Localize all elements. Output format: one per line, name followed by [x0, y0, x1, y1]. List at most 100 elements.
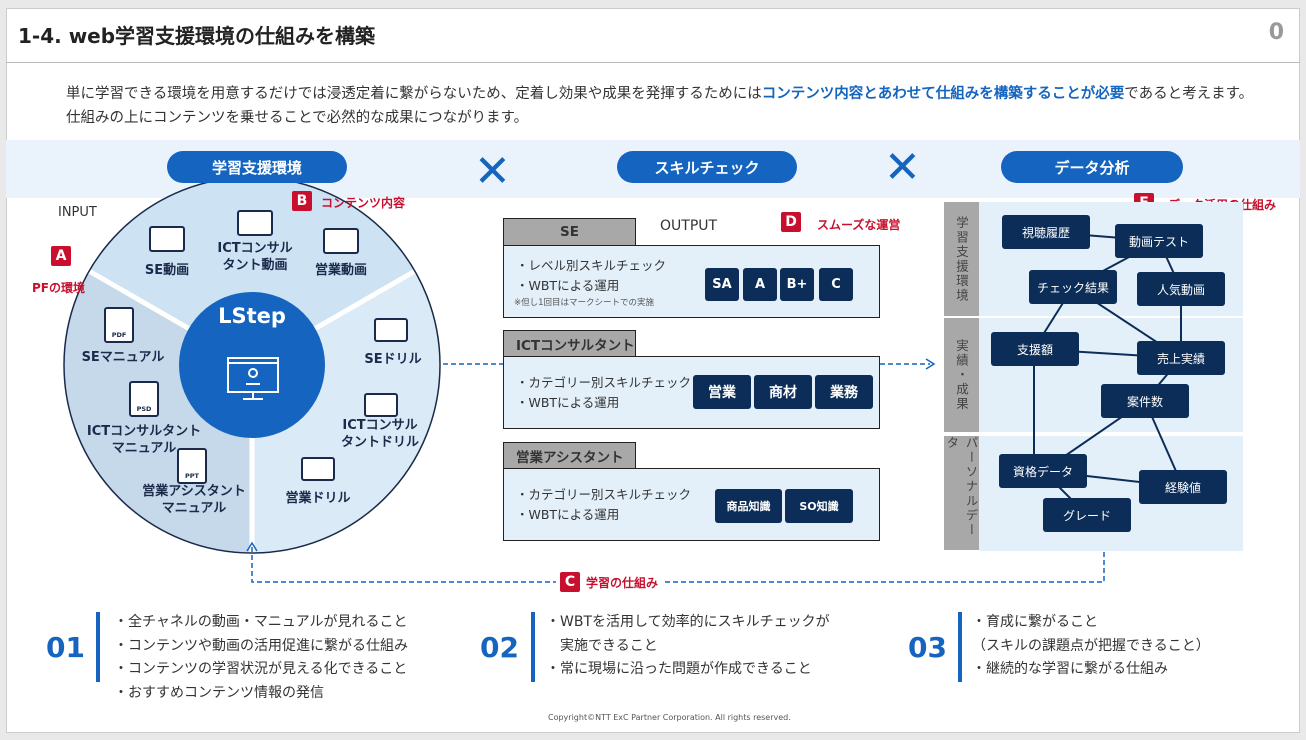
point-line: ・全チャネルの動画・マニュアルが見れること: [114, 614, 408, 630]
badge-d: D: [781, 212, 801, 232]
tab-sales-assistant: 営業アシスタント: [503, 442, 636, 469]
line: ・WBTによる運用: [516, 278, 620, 293]
category-sales: 営業: [693, 375, 751, 409]
laptop-browser-icon: [364, 393, 398, 417]
point-line: ・継続的な学習に繋がる仕組み: [972, 661, 1168, 677]
point-line: ・コンテンツの学習状況が見える化できること: [114, 661, 408, 677]
point-line: ・おすすめコンテンツ情報の発信: [114, 684, 324, 701]
point-line: ・常に現場に沿った問題が作成できること: [546, 661, 812, 677]
point-line: ・WBTを活用して効率的にスキルチェックが: [546, 614, 830, 630]
video-se[interactable]: SE動画: [144, 263, 190, 278]
lstep-title: LStep: [218, 304, 286, 328]
video-ict[interactable]: ICTコンサル タント動画: [217, 241, 293, 273]
node-grade: グレード: [1043, 498, 1131, 532]
label-b: コンテンツ内容: [321, 196, 406, 210]
accent-bar: [958, 612, 962, 682]
node-experience: 経験値: [1139, 470, 1227, 504]
line: ・WBTによる運用: [516, 507, 620, 522]
category-product: 商材: [754, 375, 812, 409]
row-label-results: 実績・成果: [944, 318, 979, 432]
page-title: 1-4. web学習支援環境の仕組みを構築: [18, 24, 376, 48]
laptop-browser-icon: [301, 457, 335, 481]
center-circle: [179, 292, 325, 438]
pill-learning-env: 学習支援環境: [167, 151, 347, 183]
intro-part1: 単に学習できる環境を用意するだけでは浸透定着に繋がらないため、定着し効果や成果を…: [66, 86, 762, 102]
output-text: ・カテゴリー別スキルチェック・WBTによる運用: [516, 485, 691, 525]
category-so-knowledge: SO知識: [785, 489, 853, 523]
node-case-count: 案件数: [1101, 384, 1189, 418]
output-label: OUTPUT: [660, 218, 718, 234]
badge-a: A: [51, 246, 71, 266]
note: ※但し1回目はマークシートでの実施: [514, 298, 655, 308]
point-list-01: ・全チャネルの動画・マニュアルが見れること・コンテンツや動画の活用促進に繋がる仕…: [114, 611, 408, 705]
file-type-label: PDF: [111, 330, 127, 339]
page-number: 0: [1268, 20, 1284, 45]
label-d: スムーズな運営: [817, 218, 901, 232]
row-label-learning: 学習支援環境: [944, 202, 979, 316]
category-product-knowledge: 商品知識: [715, 489, 782, 523]
pill-data-analysis: データ分析: [1001, 151, 1183, 183]
video-icon: [149, 226, 185, 252]
line: ・レベル別スキルチェック: [516, 258, 667, 273]
output-box-sales-assistant: ・カテゴリー別スキルチェック・WBTによる運用 商品知識 SO知識: [503, 468, 880, 541]
point-line: ・コンテンツや動画の活用促進に繋がる仕組み: [114, 637, 408, 654]
badge-b: B: [292, 191, 312, 211]
ppt-file-icon: PPT: [177, 448, 207, 484]
point-line: ・育成に繋がること: [972, 614, 1098, 630]
laptop-browser-icon: [374, 318, 408, 342]
drill-se[interactable]: SEドリル: [364, 352, 422, 367]
node-popular-videos: 人気動画: [1137, 272, 1225, 306]
line: ・WBTによる運用: [516, 395, 620, 410]
manual-ict[interactable]: ICTコンサルタント マニュアル: [86, 424, 202, 456]
point-line: 実施できること: [546, 637, 658, 654]
arrow-head: [246, 541, 258, 552]
pdf-file-icon: PDF: [104, 307, 134, 343]
copyright: Copyright©NTT ExC Partner Corporation. A…: [548, 713, 791, 722]
pill-skill-check: スキルチェック: [617, 151, 797, 183]
drill-sales[interactable]: 営業ドリル: [285, 491, 351, 506]
line: ・カテゴリー別スキルチェック: [516, 375, 692, 390]
monitor-icon: [227, 357, 279, 400]
connector-feedback-loop: [251, 545, 1105, 583]
level-a: A: [743, 268, 777, 301]
point-line: （スキルの課題点が把握できること）: [972, 637, 1210, 654]
output-text: ・カテゴリー別スキルチェック・WBTによる運用: [516, 373, 691, 413]
video-icon: [323, 228, 359, 254]
node-support-amount: 支援額: [991, 332, 1079, 366]
video-sales[interactable]: 営業動画: [314, 263, 367, 278]
intro-highlight: コンテンツ内容とあわせて仕組みを構築することが必要: [761, 86, 1125, 102]
intro-part2: であると考えます。仕組みの上にコンテンツを乗せることで必然的な成果につながります…: [66, 86, 1254, 126]
output-box-ict: ・カテゴリー別スキルチェック・WBTによる運用 営業 商材 業務: [503, 356, 880, 429]
video-icon: [237, 210, 273, 236]
flow-connectors: [251, 363, 1105, 583]
node-video-test: 動画テスト: [1115, 224, 1203, 258]
level-c: C: [819, 268, 853, 301]
file-type-label: PSD: [136, 404, 152, 413]
manual-sales[interactable]: 営業アシスタント マニュアル: [142, 484, 246, 516]
point-number-03: 03: [908, 631, 947, 664]
node-sales-results: 売上実績: [1137, 341, 1225, 375]
accent-bar: [531, 612, 535, 682]
line: ・カテゴリー別スキルチェック: [516, 487, 692, 502]
intro-text: 単に学習できる環境を用意するだけでは浸透定着に繋がらないため、定着し効果や成果を…: [66, 82, 1256, 130]
tab-ict: ICTコンサルタント: [503, 330, 636, 357]
tab-se: SE: [503, 218, 636, 245]
header-divider: [6, 62, 1300, 63]
times-icon: ✕: [474, 146, 511, 197]
accent-bar: [96, 612, 100, 682]
level-sa: SA: [705, 268, 739, 301]
point-list-02: ・WBTを活用して効率的にスキルチェックが 実施できること・常に現場に沿った問題…: [546, 611, 830, 682]
point-number-01: 01: [46, 631, 85, 664]
loop-label: C 学習の仕組み: [556, 572, 663, 592]
manual-se[interactable]: SEマニュアル: [81, 350, 165, 365]
label-c: 学習の仕組み: [586, 575, 659, 590]
output-text: ・レベル別スキルチェック・WBTによる運用: [516, 256, 666, 296]
psd-file-icon: PSD: [129, 381, 159, 417]
point-number-02: 02: [480, 631, 519, 664]
point-list-03: ・育成に繋がること （スキルの課題点が把握できること） ・継続的な学習に繋がる仕組み: [972, 611, 1210, 682]
drill-ict[interactable]: ICTコンサル タントドリル: [340, 418, 419, 450]
node-qualification-data: 資格データ: [999, 454, 1087, 488]
row-label-personal: パーソナルデータ: [944, 436, 979, 550]
level-b-plus: B+: [780, 268, 814, 301]
category-business: 業務: [815, 375, 873, 409]
